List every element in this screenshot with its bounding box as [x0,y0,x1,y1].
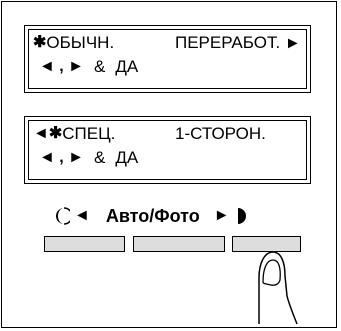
cursor-asterisk-marker: ◄✱ [33,125,63,142]
lcd1-top-row: ✱ ОБЫЧН. [33,33,114,53]
confirm-label: ДА [115,57,139,76]
lcd-display-inner-border [28,29,307,89]
lcd1-right-label-group: ПЕРЕРАБОТ. ► [175,33,301,54]
left-arrow-icon: ◄ [74,207,90,224]
darker-button[interactable] [232,236,301,252]
lcd2-bottom-row: ◄ , ► & ДА [33,148,138,168]
half-moon-filled-icon [237,208,246,224]
half-moon-icon [56,207,70,225]
right-arrow-icon: ► [213,207,230,224]
lcd1-bottom-row: ◄ , ► & ДА [33,57,138,77]
sides-label: 1-СТОРОН. [175,124,266,143]
auto-photo-label: Авто/Фото [105,205,200,226]
auto-photo-button[interactable] [133,236,225,252]
process-label: ПЕРЕРАБОТ. [175,33,281,52]
right-arrow-icon: ► [284,35,301,52]
ampersand-label: & [94,148,106,167]
asterisk-marker: ✱ [33,34,47,51]
nav-arrows-icon: ◄ , ► [39,149,85,166]
instruction-panel: ✱ ОБЫЧН. ПЕРЕРАБОТ. ► ◄ , ► & ДА ◄✱ СПЕЦ… [1,1,337,328]
confirm-label: ДА [115,148,139,167]
ampersand-label: & [94,57,106,76]
lighter-button[interactable] [44,236,125,252]
pointing-finger-icon [258,251,298,325]
lcd2-top-row: ◄✱ СПЕЦ. [33,124,115,144]
density-selector-labels: ◄ Авто/Фото ► [42,201,302,231]
mode-label: ОБЫЧН. [46,33,115,52]
lcd-display-inner-border [28,120,307,180]
nav-arrows-icon: ◄ , ► [39,58,85,75]
lcd-display-standard: ✱ ОБЫЧН. ПЕРЕРАБОТ. ► ◄ , ► & ДА [24,25,311,93]
lcd-display-special: ◄✱ СПЕЦ. 1-СТОРОН. ◄ , ► & ДА [24,116,311,184]
lcd2-right-label-group: 1-СТОРОН. [175,124,266,144]
mode-label: СПЕЦ. [62,124,116,143]
